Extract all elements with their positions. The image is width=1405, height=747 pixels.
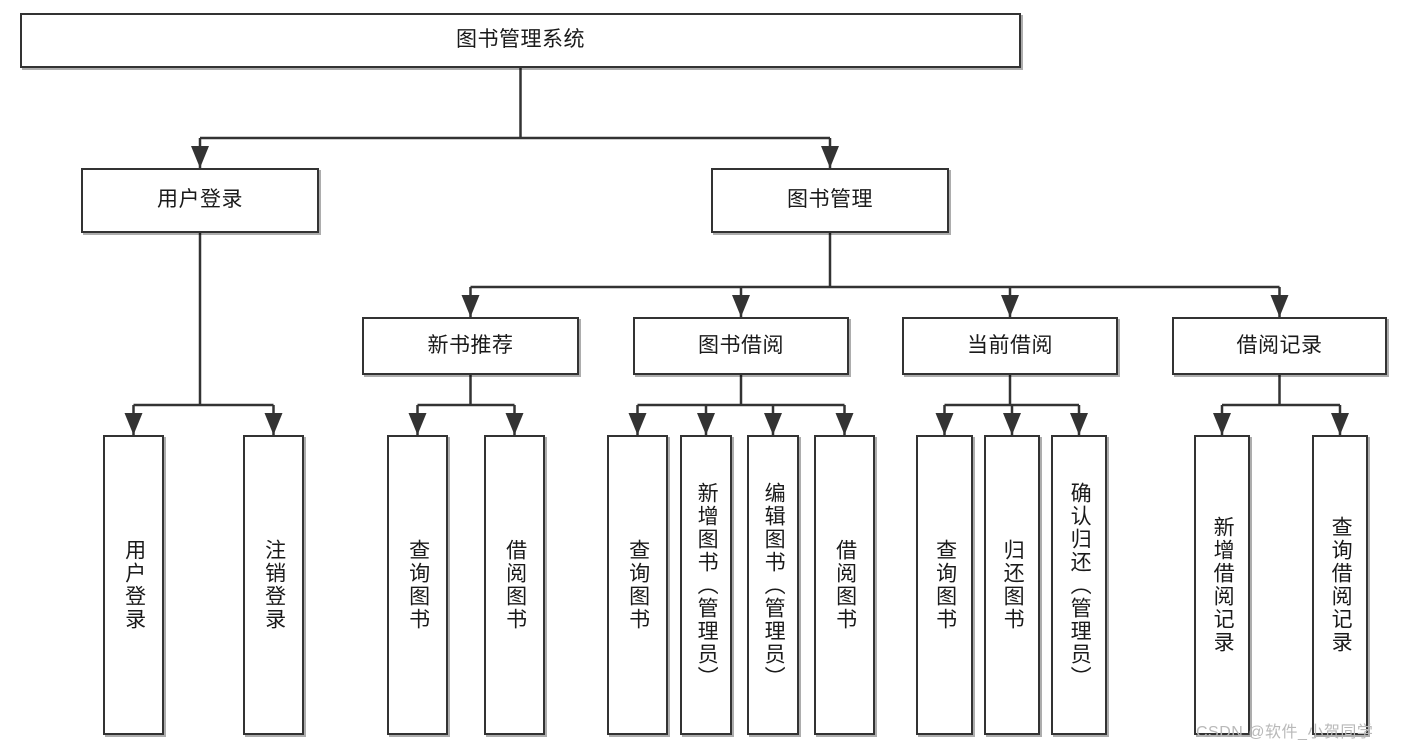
node-label: 借阅记录 <box>1236 333 1323 357</box>
node-label: 新增图书（管理员） <box>695 481 719 689</box>
node-leaf-rec-query: 查询借阅记录 <box>1312 435 1368 735</box>
node-leaf-cur-return: 归还图书 <box>984 435 1040 735</box>
node-l2-user: 用户登录 <box>81 168 319 233</box>
node-label: 注销登录 <box>262 539 286 631</box>
node-label: 新增借阅记录 <box>1211 516 1235 654</box>
node-leaf-cur-query: 查询图书 <box>916 435 973 735</box>
node-label: 查询图书 <box>933 539 957 631</box>
node-label: 确认归还（管理员） <box>1068 481 1092 689</box>
node-label: 查询借阅记录 <box>1329 516 1353 654</box>
node-leaf-rec-add: 新增借阅记录 <box>1194 435 1250 735</box>
node-label: 图书借阅 <box>698 333 784 357</box>
node-leaf-bo-lend: 借阅图书 <box>814 435 875 735</box>
node-l3-current: 当前借阅 <box>902 317 1118 375</box>
node-leaf-user-login: 用户登录 <box>103 435 164 735</box>
node-l3-record: 借阅记录 <box>1172 317 1387 375</box>
node-l2-book: 图书管理 <box>711 168 949 233</box>
node-l3-borrow: 图书借阅 <box>633 317 849 375</box>
node-leaf-cur-confirm: 确认归还（管理员） <box>1051 435 1107 735</box>
node-label: 新书推荐 <box>427 333 514 357</box>
node-leaf-bo-add: 新增图书（管理员） <box>680 435 732 735</box>
node-label: 当前借阅 <box>967 333 1053 357</box>
node-leaf-new-borrow: 借阅图书 <box>484 435 545 735</box>
node-label: 借阅图书 <box>833 539 857 631</box>
node-label: 查询图书 <box>406 539 430 631</box>
node-leaf-bo-query: 查询图书 <box>607 435 668 735</box>
node-label: 归还图书 <box>1001 539 1025 631</box>
node-leaf-user-logout: 注销登录 <box>243 435 304 735</box>
node-label: 借阅图书 <box>503 539 527 631</box>
node-label: 用户登录 <box>122 539 146 631</box>
node-label: 用户登录 <box>157 188 243 212</box>
csdn-watermark: CSDN @软件_小贺同学 <box>1196 724 1374 741</box>
node-label: 图书管理 <box>787 188 873 212</box>
node-label: 编辑图书（管理员） <box>762 481 786 689</box>
node-label: 查询图书 <box>626 539 650 631</box>
node-l3-new: 新书推荐 <box>362 317 579 375</box>
node-leaf-new-query: 查询图书 <box>387 435 448 735</box>
node-root: 图书管理系统 <box>20 13 1021 68</box>
node-label: 图书管理系统 <box>456 28 585 52</box>
node-leaf-bo-edit: 编辑图书（管理员） <box>747 435 799 735</box>
